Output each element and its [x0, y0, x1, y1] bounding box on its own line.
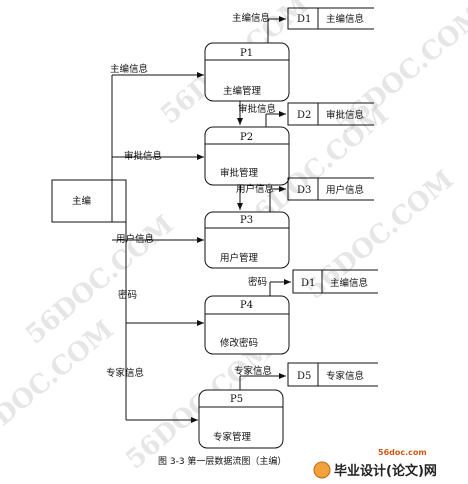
process-name: 修改密码 [220, 337, 258, 349]
store-d1-second: D1 主编信息 [292, 269, 378, 294]
logo-url: 56doc.com [378, 448, 427, 457]
store-id: D3 [297, 185, 311, 196]
figure-caption: 图 3-3 第一层数据流图（主编） [158, 455, 286, 467]
logo-text: 毕业设计(论文)网 [334, 463, 437, 479]
flow-label: 专家信息 [234, 365, 272, 377]
flow-label: 主编信息 [232, 12, 270, 24]
flow-label: 密码 [248, 276, 267, 288]
store-d1: D1 主编信息 [287, 7, 374, 30]
flow-to-p1: 主编信息 [110, 63, 204, 78]
trunk-lines [111, 75, 127, 420]
flow-label: 主编信息 [110, 63, 148, 75]
flow-to-p2: 审批信息 [112, 150, 204, 162]
process-name: 审批管理 [220, 167, 259, 179]
watermark: 56DOC.COM [0, 315, 120, 455]
process-p4: P4 修改密码 [204, 295, 290, 355]
process-name: 用户管理 [220, 252, 259, 264]
flow-to-p4: 密码 [118, 289, 204, 326]
store-name: 专家信息 [326, 370, 364, 382]
flow-to-p5: 专家信息 [106, 367, 198, 423]
store-name: 用户信息 [326, 184, 364, 196]
flow-label: 审批信息 [238, 103, 276, 115]
entity-label: 主编 [72, 195, 91, 207]
process-id: P3 [240, 215, 253, 226]
flow-label: 用户信息 [236, 183, 274, 195]
process-name: 专家管理 [213, 431, 252, 443]
site-logo: 56doc.com 毕业设计(论文)网 [313, 448, 437, 479]
store-name: 主编信息 [330, 277, 368, 289]
flow-label: 密码 [118, 289, 137, 301]
flow-p5-store: 专家信息 [234, 365, 286, 390]
process-id: P1 [240, 48, 253, 59]
flow-label: 审批信息 [124, 150, 162, 162]
store-id: D2 [297, 110, 311, 121]
entity-editor: 主编 [51, 179, 127, 223]
store-name: 审批信息 [326, 109, 364, 121]
process-id: P2 [240, 132, 253, 143]
store-d5: D5 专家信息 [287, 362, 378, 387]
process-p1: P1 主编管理 [204, 42, 290, 102]
flow-p1-store: 主编信息 [232, 12, 286, 43]
process-name: 主编管理 [223, 85, 262, 97]
store-d3: D3 用户信息 [287, 177, 374, 201]
store-id: D5 [297, 371, 311, 382]
process-p2: P2 审批管理 [204, 126, 290, 186]
process-p3: P3 用户管理 [204, 211, 290, 269]
flow-p3-store: 用户信息 [236, 183, 286, 212]
watermark: 56DOC.COM [300, 165, 459, 305]
store-d2: D2 审批信息 [287, 102, 374, 126]
flow-to-p3: 用户信息 [112, 233, 204, 245]
store-id: D1 [297, 14, 311, 25]
store-id: D1 [301, 278, 315, 289]
flow-label: 用户信息 [116, 233, 154, 245]
flow-p2-store: 审批信息 [238, 103, 286, 127]
flow-p4-store: 密码 [248, 276, 291, 296]
process-id: P4 [240, 300, 253, 311]
store-name: 主编信息 [326, 13, 364, 25]
flow-label: 专家信息 [106, 367, 144, 379]
process-p5: P5 专家管理 [198, 389, 284, 449]
process-id: P5 [230, 394, 243, 405]
